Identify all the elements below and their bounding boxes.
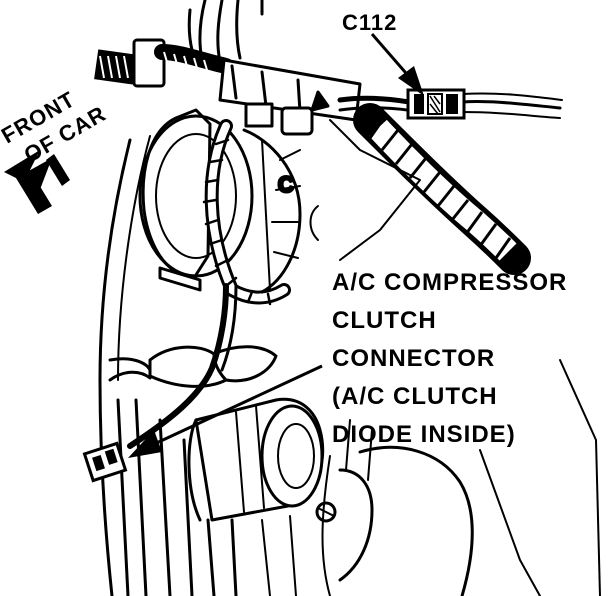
front-of-car-arrow [4, 150, 70, 214]
connector-label-line2: CLUTCH [332, 307, 437, 334]
pulley-mark-c: C [278, 172, 295, 197]
left-harness [94, 38, 234, 88]
c112-pointer-arrow [370, 33, 424, 96]
connector-label-line3: CONNECTOR [332, 345, 495, 372]
connector-label-line5: DIODE INSIDE) [332, 421, 516, 448]
upper-bracket [218, 58, 362, 136]
lower-engine [108, 283, 601, 596]
compressor-body: C [98, 108, 421, 596]
connector-pointer-arrow [128, 364, 323, 458]
c112-connector [406, 88, 466, 120]
c112-label: C112 [342, 10, 397, 35]
connector-label-line4: (A/C CLUTCH [332, 383, 498, 410]
connector-label-line1: A/C COMPRESSOR [332, 269, 567, 296]
right-harness [337, 92, 563, 275]
ac-clutch-connector [82, 441, 128, 483]
